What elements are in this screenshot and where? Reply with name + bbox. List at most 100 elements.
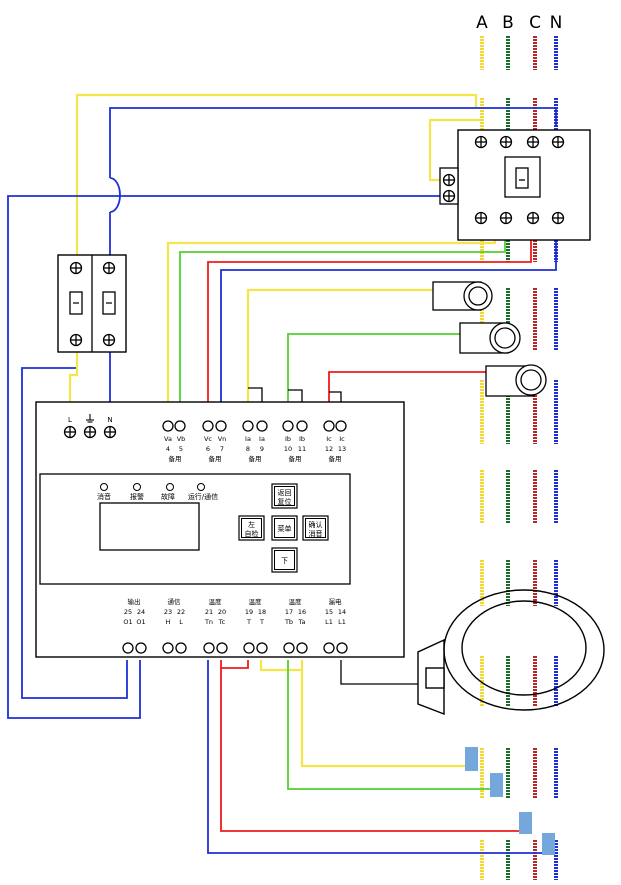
output-title: 输出 <box>128 597 141 606</box>
wire-temp-yellow-link <box>259 660 304 672</box>
num-7: 7 <box>220 445 224 453</box>
temp1-label-tn: Tn <box>204 618 213 626</box>
ct-phase-b <box>459 322 521 354</box>
up-button[interactable]: 返回 复位 <box>271 483 298 509</box>
num-12: 12 <box>325 445 333 453</box>
motor <box>417 589 605 716</box>
left-button-line2: 自检 <box>245 529 259 538</box>
phase-label-b: B <box>502 13 514 33</box>
right-button-line1: 确认 <box>309 520 323 529</box>
output-num-25: 25 <box>124 608 132 616</box>
terminal-ia-8[interactable] <box>242 420 254 432</box>
terminal-ib-11[interactable] <box>296 420 308 432</box>
terminal-ia-9[interactable] <box>256 420 268 432</box>
terminal-n[interactable] <box>103 425 117 439</box>
temp2-title: 温度 <box>249 597 263 606</box>
wire-temp-green <box>287 660 494 790</box>
leak-num-15: 15 <box>325 608 333 616</box>
spare-label-ib: 备用 <box>289 454 302 463</box>
terminal-ground[interactable] <box>83 425 97 439</box>
temp3-num-16: 16 <box>298 608 306 616</box>
down-button-label: 下 <box>281 557 288 565</box>
temp1-num-20: 20 <box>218 608 226 616</box>
wire-blue-jumper-arc <box>109 177 121 213</box>
num-9: 9 <box>260 445 264 453</box>
temp3-label-ta: Ta <box>298 618 306 626</box>
indicator-label-alarm: 报警 <box>130 492 144 501</box>
indicator-led-run <box>197 483 205 491</box>
leak-label-2: L1 <box>338 618 346 626</box>
terminal-18[interactable] <box>256 642 268 654</box>
motor-protector: L N Va Vb Vc Vn 4 5 6 7 备用 备 <box>35 401 405 658</box>
comm-label-h: H <box>166 618 171 626</box>
power-label-n: N <box>107 416 112 424</box>
terminal-ic-13[interactable] <box>335 420 347 432</box>
terminal-ib-10[interactable] <box>282 420 294 432</box>
wire-temp-red-b <box>220 668 529 832</box>
indicator-led-mute <box>100 483 108 491</box>
lcd-display <box>99 502 200 551</box>
temp-sensor-b <box>490 773 503 797</box>
terminal-25[interactable] <box>122 642 134 654</box>
indicator-lights: 消音 报警 故障 运行/通信 <box>97 483 218 501</box>
label-ib-11: Ib <box>299 435 305 443</box>
temp2-label-t2: T <box>259 618 264 626</box>
wire-leak-black <box>340 660 426 685</box>
spare-label-ic: 备用 <box>329 454 342 463</box>
temp1-label-tc: Tc <box>218 618 226 626</box>
wire-ib-green <box>287 333 460 428</box>
menu-button[interactable]: 菜单 <box>271 515 298 541</box>
leak-title: 漏电 <box>329 597 343 606</box>
comm-title: 通信 <box>168 597 182 606</box>
output-label-2: O1 <box>136 618 145 626</box>
wire-ia-yellow <box>246 288 433 428</box>
output-num-24: 24 <box>137 608 145 616</box>
breaker-handle[interactable] <box>504 156 541 198</box>
terminal-15[interactable] <box>323 642 335 654</box>
label-ia-8: Ia <box>245 435 251 443</box>
left-button[interactable]: 左 自检 <box>238 515 265 541</box>
ct-phase-c <box>485 364 547 397</box>
temp3-title: 温度 <box>289 597 303 606</box>
terminal-l[interactable] <box>63 425 77 439</box>
output-label-1: O1 <box>123 618 132 626</box>
wire-temp-red-a <box>220 660 249 669</box>
terminal-23[interactable] <box>162 642 174 654</box>
terminal-19[interactable] <box>243 642 255 654</box>
down-button[interactable]: 下 <box>271 547 298 573</box>
terminal-ic-12[interactable] <box>323 420 335 432</box>
left-button-line1: 左 <box>248 520 255 529</box>
leak-num-14: 14 <box>338 608 346 616</box>
indicator-label-run: 运行/通信 <box>188 492 218 501</box>
terminal-21[interactable] <box>203 642 215 654</box>
terminal-22[interactable] <box>175 642 187 654</box>
control-breaker <box>57 254 127 353</box>
terminal-16[interactable] <box>296 642 308 654</box>
wire-vb-green <box>179 222 506 428</box>
terminal-vn[interactable] <box>215 420 227 432</box>
ct-phase-a <box>432 281 493 311</box>
num-5: 5 <box>179 445 183 453</box>
terminal-va[interactable] <box>162 420 174 432</box>
spare-label-vcn: 备用 <box>209 454 222 463</box>
wire-temp-yellow <box>300 670 470 768</box>
terminal-14[interactable] <box>336 642 348 654</box>
temp2-label-t1: T <box>246 618 251 626</box>
terminal-vb[interactable] <box>174 420 186 432</box>
menu-button-label: 菜单 <box>278 524 292 533</box>
label-ic-13: Ic <box>339 435 345 443</box>
terminal-17[interactable] <box>283 642 295 654</box>
temp3-num-17: 17 <box>285 608 293 616</box>
terminal-20[interactable] <box>216 642 228 654</box>
right-button[interactable]: 确认 消音 <box>302 515 329 541</box>
ground-icon <box>86 414 94 423</box>
terminal-vc[interactable] <box>202 420 214 432</box>
up-button-line2: 复位 <box>278 497 292 506</box>
phase-label-a: A <box>476 13 488 33</box>
keypad: 返回 复位 左 自检 菜单 确认 消音 <box>238 483 329 573</box>
indicator-label-fault: 故障 <box>161 492 175 501</box>
indicator-led-alarm <box>133 483 141 491</box>
terminal-24[interactable] <box>135 642 147 654</box>
power-label-l: L <box>68 416 72 424</box>
